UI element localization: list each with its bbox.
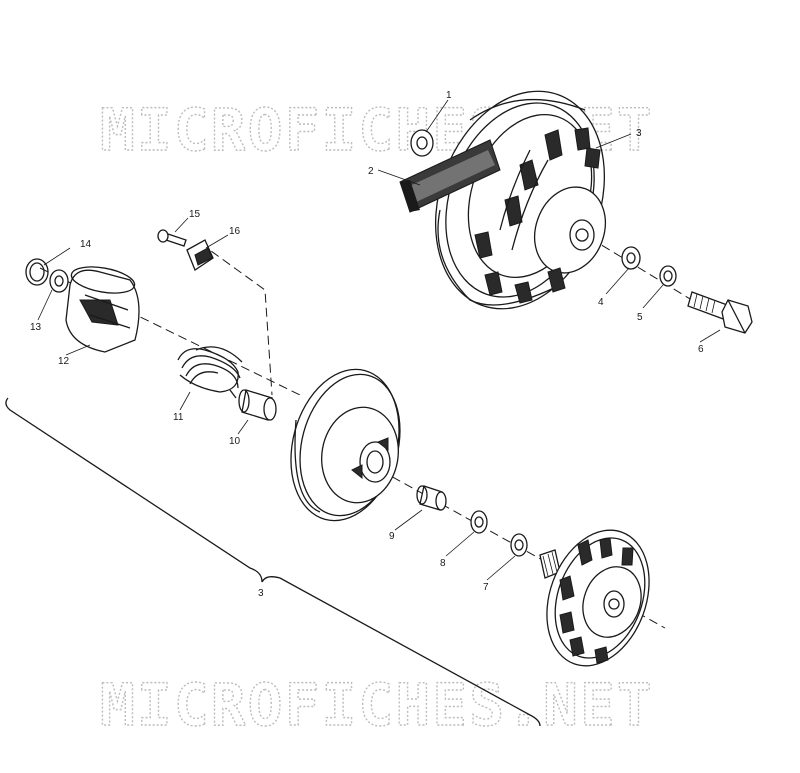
callout-4: 4: [598, 297, 604, 308]
washer-part-4: [621, 246, 641, 270]
callout-6: 6: [698, 344, 704, 355]
callout-8: 8: [440, 558, 446, 569]
assembly-brace: [5, 397, 541, 727]
roller-part-16: [186, 239, 214, 271]
bushing-part-9: [416, 485, 447, 511]
bolt-part-6: [687, 291, 753, 334]
washer-part-7: [510, 533, 528, 557]
upper-axis-line: [589, 237, 701, 306]
callout-1: 1: [446, 90, 452, 101]
cam-part-12: [65, 266, 140, 353]
washer-part-1: [410, 129, 434, 157]
upper-sheave: [434, 90, 606, 310]
lower-sheave: [290, 368, 401, 522]
snap-ring-part-14: [25, 258, 49, 286]
washer-part-13: [49, 269, 69, 293]
callout-3-assembly: 3: [258, 588, 264, 599]
callout-15: 15: [189, 209, 201, 220]
washer-part-8: [470, 510, 488, 534]
callout-3-upper: 3: [636, 128, 642, 139]
spring-part-11: [177, 346, 243, 399]
callout-11: 11: [173, 412, 184, 423]
leader-lines: [37, 99, 721, 581]
callout-14: 14: [80, 239, 92, 250]
moveable-sheave: [539, 529, 650, 667]
belt: [399, 139, 501, 213]
callout-10: 10: [229, 436, 241, 447]
callout-13: 13: [30, 322, 42, 333]
callout-16: 16: [229, 226, 241, 237]
callout-7: 7: [483, 582, 489, 593]
callout-5: 5: [637, 312, 643, 323]
watermark-bottom: MICROFICHES.NET: [100, 671, 654, 739]
lockwasher-part-5: [659, 265, 677, 287]
callout-12: 12: [58, 356, 70, 367]
pin-part-15: [157, 229, 187, 247]
callout-2: 2: [368, 166, 374, 177]
callout-9: 9: [389, 531, 395, 542]
bushing-part-10: [238, 389, 277, 421]
